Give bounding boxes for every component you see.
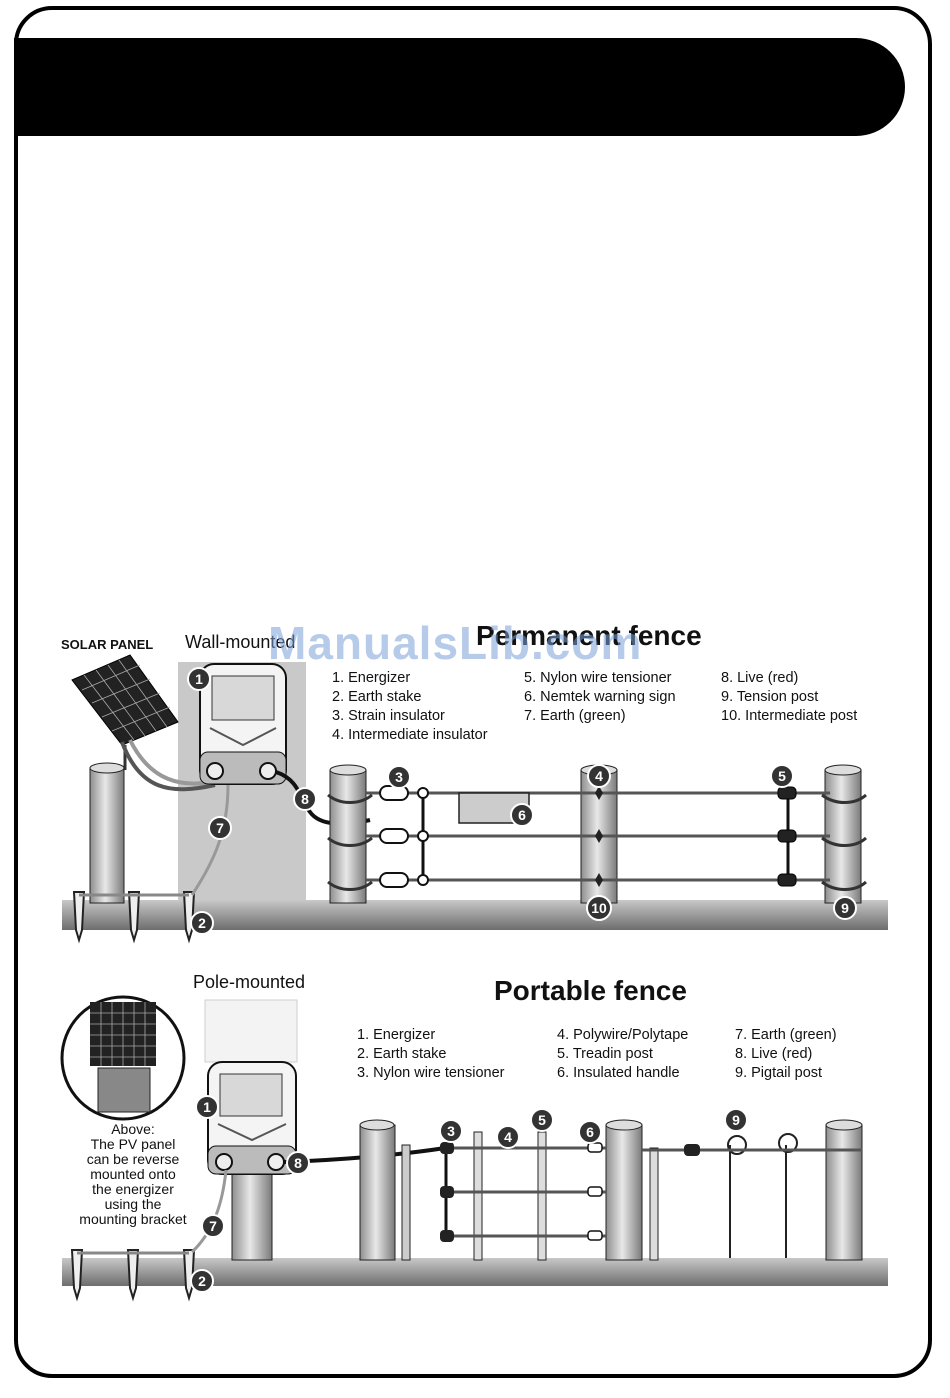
permanent-fence-illustration [62,654,888,944]
callout-9: 9 [833,896,857,920]
caption-line: The PV panel [90,1136,176,1152]
callout-6: 6 [578,1120,602,1144]
permanent-legend-col1: 1. Energizer 2. Earth stake 3. Strain in… [332,669,488,745]
legend-item: 5. Nylon wire tensioner [524,670,672,686]
svg-text:3: 3 [395,769,403,785]
legend-item: 9. Tension post [721,689,819,705]
callout-1: 1 [187,667,211,691]
page-frame [14,6,932,1378]
callout-9: 9 [724,1108,748,1132]
caption-line: mounted onto [90,1166,176,1182]
callout-2: 2 [190,1269,214,1293]
portable-legend-col1: 1. Energizer 2. Earth stake 3. Nylon wir… [357,1026,505,1083]
svg-text:2: 2 [198,1273,206,1289]
svg-text:7: 7 [209,1218,217,1234]
svg-text:7: 7 [216,820,224,836]
legend-item: 9. Pigtail post [735,1065,823,1081]
caption-line: using the [104,1196,162,1212]
inset-circle [60,995,186,1121]
portable-legend-col2: 4. Polywire/Polytape 5. Treadin post 6. … [557,1026,688,1083]
callout-3: 3 [387,765,411,789]
svg-text:3: 3 [447,1123,455,1139]
intermediate-insulators [595,786,603,887]
callout-5: 5 [770,764,794,788]
legend-item: 10. Intermediate post [721,708,858,724]
legend-item: 2. Earth stake [357,1046,447,1062]
legend-item: 1. Energizer [357,1027,436,1043]
svg-text:1: 1 [203,1099,211,1115]
svg-text:10: 10 [591,900,607,916]
portable-fence-title: Portable fence [494,975,687,1006]
energizer-pole [231,1169,273,1261]
callout-7: 7 [208,816,232,840]
svg-text:9: 9 [841,900,849,916]
solar-panel-label: SOLAR PANEL [61,637,154,652]
callout-6: 6 [510,803,534,827]
pole-mounted-label: Pole-mounted [193,972,306,992]
svg-text:2: 2 [198,915,206,931]
legend-item: 7. Earth (green) [735,1027,837,1043]
caption-line: can be reverse [86,1151,180,1167]
legend-item: 2. Earth stake [332,689,422,705]
svg-text:8: 8 [301,791,309,807]
svg-text:4: 4 [504,1129,512,1145]
legend-item: 1. Energizer [332,670,411,686]
permanent-legend-col3: 8. Live (red) 9. Tension post 10. Interm… [721,669,857,726]
svg-text:6: 6 [586,1124,594,1140]
permanent-fence-title: Permanent fence [476,620,702,651]
legend-item: 7. Earth (green) [524,708,626,724]
svg-text:5: 5 [778,768,786,784]
energizer-pole-mounted [207,1061,297,1175]
portable-callouts: 1 2 3 4 5 6 7 8 9 [190,1095,748,1293]
callout-7: 7 [201,1214,225,1238]
callout-2: 2 [190,911,214,935]
caption-line: the energizer [92,1181,174,1197]
pv-panel-faded [204,999,298,1063]
wire-tensioners [777,786,797,887]
callout-4: 4 [587,764,611,788]
caption-line: mounting bracket [79,1211,187,1227]
svg-text:6: 6 [518,807,526,823]
permanent-callouts: 1 2 3 4 5 6 7 8 9 10 [187,667,857,935]
svg-text:8: 8 [294,1155,302,1171]
svg-text:9: 9 [732,1112,740,1128]
legend-item: 5. Treadin post [557,1046,653,1062]
svg-text:4: 4 [595,768,603,784]
callout-4: 4 [496,1125,520,1149]
legend-item: 6. Insulated handle [557,1065,680,1081]
pv-panel-caption: Above: The PV panel can be reverse mount… [62,1122,204,1227]
solar-pole [89,767,125,904]
solar-panel [71,654,179,770]
watermark: ManualsLib.com [268,617,643,669]
strain-insulators [379,785,429,888]
permanent-legend-col2: 5. Nylon wire tensioner 6. Nemtek warnin… [524,669,676,726]
callout-3: 3 [439,1119,463,1143]
svg-text:5: 5 [538,1112,546,1128]
caption-line: Above: [111,1121,155,1137]
callout-5: 5 [530,1108,554,1132]
callout-8: 8 [286,1151,310,1175]
energizer-wall [199,663,287,785]
legend-item: 4. Intermediate insulator [332,727,488,743]
portable-legend-col3: 7. Earth (green) 8. Live (red) 9. Pigtai… [735,1026,837,1083]
svg-text:1: 1 [195,671,203,687]
callout-10: 10 [586,895,612,921]
legend-item: 3. Strain insulator [332,708,445,724]
legend-item: 4. Polywire/Polytape [557,1027,689,1043]
legend-item: 8. Live (red) [721,670,799,686]
header-bar [14,38,905,136]
legend-item: 8. Live (red) [735,1046,813,1062]
legend-item: 3. Nylon wire tensioner [357,1065,505,1081]
wall-mounted-label: Wall-mounted [185,632,296,652]
callout-1: 1 [195,1095,219,1119]
callout-8: 8 [293,787,317,811]
legend-item: 6. Nemtek warning sign [524,689,676,705]
